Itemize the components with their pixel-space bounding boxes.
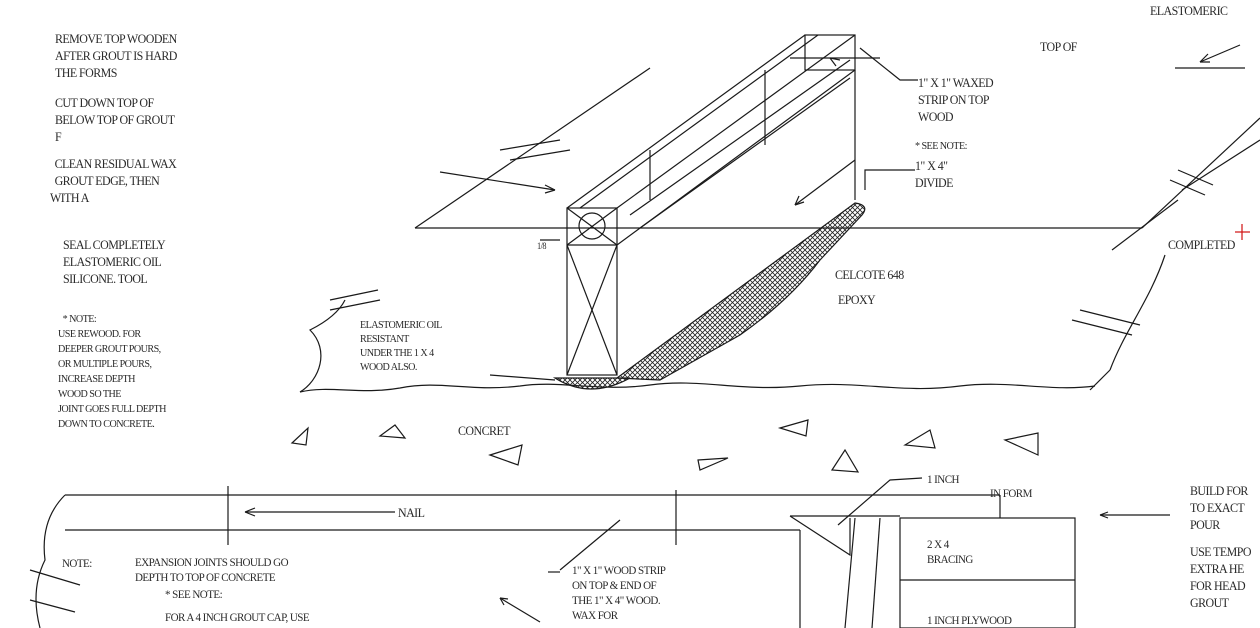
note-seal: SEAL COMPLETELY ELASTOMERIC OIL SILICONE… — [63, 236, 166, 287]
text-line: DIVIDE — [915, 175, 953, 190]
label-use-temp: USE TEMPO EXTRA HE FOR HEAD GROUT — [1190, 543, 1251, 611]
label-see-note-bottom: * SEE NOTE: — [165, 587, 223, 601]
text-line: ELASTOMERIC OIL — [63, 254, 162, 269]
label-grout-cap: FOR A 4 INCH GROUT CAP, USE — [165, 610, 310, 624]
text-line: WOOD ALSO. — [360, 361, 417, 373]
text-line: ON TOP & END OF — [572, 578, 657, 592]
text-line: USE TEMPO — [1190, 544, 1251, 559]
label-nail: NAIL — [398, 505, 425, 520]
text-line: WAX FOR — [572, 608, 618, 622]
label-celcote: CELCOTE 648 — [835, 267, 904, 282]
text-line: FOR HEAD — [1190, 578, 1246, 593]
note-clean-wax: CLEAN RESIDUAL WAX GROUT EDGE, THEN WITH… — [50, 155, 177, 206]
wood-post — [566, 34, 880, 376]
label-note-bottom: NOTE: — [62, 556, 92, 570]
text-line: THE FORMS — [55, 65, 117, 80]
text-line: 1" X 4" — [915, 158, 948, 173]
label-top-of: TOP OF — [1040, 39, 1077, 54]
text-line: BELOW TOP OF GROUT — [55, 112, 175, 127]
epoxy-fill — [615, 202, 866, 381]
text-line: F — [55, 129, 62, 144]
label-concrete: CONCRET — [458, 423, 511, 438]
text-line: * NOTE: — [62, 313, 97, 325]
text-line: 2 X 4 — [927, 537, 949, 551]
label-eighth-inch: 1/8 — [537, 241, 546, 251]
text-line: OR MULTIPLE POURS, — [58, 358, 152, 370]
label-one-inch: 1 INCH — [927, 472, 960, 486]
label-divide: 1" X 4" DIVIDE — [915, 157, 953, 191]
text-line: BRACING — [927, 552, 973, 566]
text-line: CLEAN RESIDUAL WAX — [54, 156, 177, 171]
concrete-aggregate — [290, 419, 1039, 473]
label-epoxy: EPOXY — [838, 292, 876, 307]
slab-outline — [299, 67, 1260, 393]
text-line: GROUT — [1190, 595, 1229, 610]
form-section — [29, 477, 1170, 628]
label-wood-strip: 1" X 1" WOOD STRIP ON TOP & END OF THE 1… — [572, 563, 666, 623]
text-line: SILICONE. TOOL — [63, 271, 148, 286]
text-line: GROUT EDGE, THEN — [54, 173, 160, 188]
text-line: WITH A — [50, 190, 89, 205]
text-line: 1" X 1" WAXED — [918, 75, 994, 90]
label-build-form: BUILD FOR TO EXACT POUR — [1190, 482, 1248, 533]
text-line: AFTER GROUT IS HARD — [55, 48, 177, 63]
text-line: CUT DOWN TOP OF — [55, 95, 154, 110]
label-bracing: 2 X 4 BRACING — [927, 537, 973, 567]
note-cut-down: CUT DOWN TOP OF BELOW TOP OF GROUT F — [55, 94, 175, 145]
text-line: USE REWOOD. FOR — [58, 328, 141, 340]
text-line: WOOD SO THE — [58, 388, 121, 400]
label-waxed-strip: 1" X 1" WAXED STRIP ON TOP WOOD — [918, 74, 994, 125]
text-line: DOWN TO CONCRETE. — [58, 418, 155, 430]
text-line: ELASTOMERIC OIL — [360, 319, 442, 331]
text-line: UNDER THE 1 X 4 — [360, 347, 434, 359]
text-line: REMOVE TOP WOODEN — [55, 31, 177, 46]
text-line: DEPTH TO TOP OF CONCRETE — [135, 570, 276, 584]
label-expansion: EXPANSION JOINTS SHOULD GO DEPTH TO TOP … — [135, 555, 289, 585]
label-plywood: 1 INCH PLYWOOD — [927, 613, 1012, 627]
text-line: RESISTANT — [360, 333, 409, 345]
note-remove-top: REMOVE TOP WOODEN AFTER GROUT IS HARD TH… — [55, 30, 177, 81]
text-line: WOOD — [918, 109, 954, 124]
label-see-note: * SEE NOTE: — [915, 140, 967, 152]
text-line: POUR — [1190, 517, 1220, 532]
text-line: THE 1" X 4" WOOD. — [572, 593, 661, 607]
leader-arrows — [439, 44, 1245, 381]
text-line: 1" X 1" WOOD STRIP — [572, 563, 666, 577]
text-line: STRIP ON TOP — [918, 92, 989, 107]
label-elastomeric-top: ELASTOMERIC — [1150, 3, 1228, 18]
note-depth: * NOTE: USE REWOOD. FOR DEEPER GROUT POU… — [58, 312, 166, 432]
text-line: EXPANSION JOINTS SHOULD GO — [135, 555, 289, 569]
text-line: BUILD FOR — [1190, 483, 1248, 498]
label-in-form: IN FORM — [990, 486, 1032, 500]
text-line: EXTRA HE — [1190, 561, 1244, 576]
text-line: INCREASE DEPTH — [58, 373, 135, 385]
text-line: SEAL COMPLETELY — [63, 237, 166, 252]
label-elastomeric-oil: ELASTOMERIC OIL RESISTANT UNDER THE 1 X … — [360, 318, 442, 374]
text-line: DEEPER GROUT POURS, — [58, 343, 161, 355]
label-completed: COMPLETED — [1168, 237, 1235, 252]
red-crosshair-marker — [1235, 224, 1250, 240]
text-line: TO EXACT — [1190, 500, 1245, 515]
text-line: JOINT GOES FULL DEPTH — [58, 403, 166, 415]
sealant-bead — [552, 377, 631, 390]
